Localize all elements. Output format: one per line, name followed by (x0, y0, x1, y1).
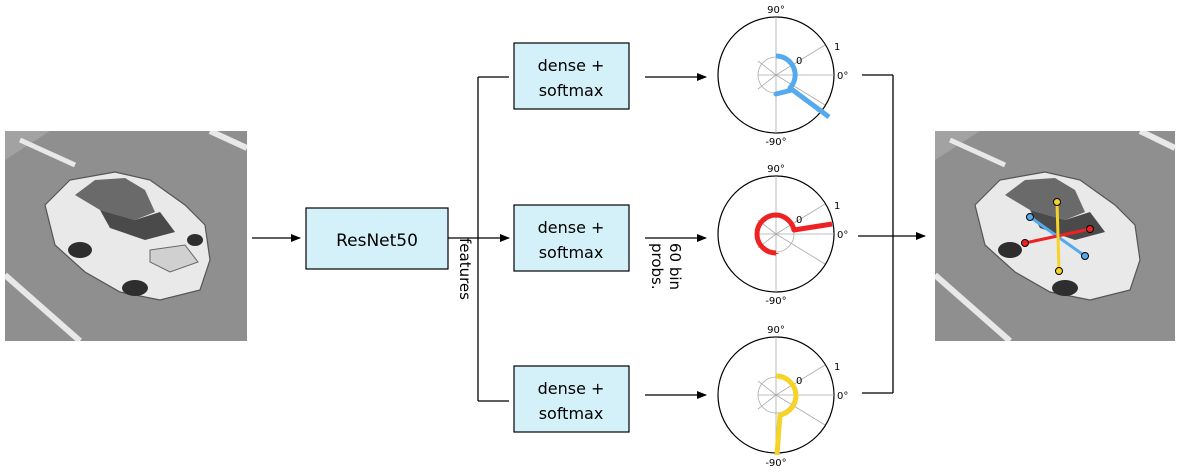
polar-2-label-r1: 1 (834, 201, 840, 212)
head-2-line2: softmax (539, 243, 604, 262)
resnet50-label: ResNet50 (336, 231, 418, 251)
output-car-image (935, 131, 1175, 341)
merge-lines (862, 74, 894, 394)
polar-1-series (775, 53, 831, 120)
features-label: features (456, 238, 474, 300)
polar-3-label-top: 90° (767, 325, 785, 336)
polar-2-label-top: 90° (767, 164, 785, 175)
head-3-line1: dense + (538, 379, 605, 398)
feature-branch-lines (448, 76, 509, 402)
polar-3-label-bottom: -90° (765, 458, 786, 469)
head-1-line2: softmax (539, 81, 604, 100)
polar-plot-1: 90° -90° 0° 1 0 (717, 5, 848, 148)
resnet50-box: ResNet50 (305, 207, 449, 270)
polar-1-label-top: 90° (767, 5, 785, 16)
polar-2-label-bottom: -90° (765, 296, 786, 307)
polar-2-series (754, 212, 833, 256)
polar-plot-2: 90° -90° 0° 1 0 (717, 164, 848, 307)
polar-2-label-r0: 0 (796, 215, 802, 226)
polar-1-label-bottom: -90° (765, 137, 786, 148)
input-car-image (5, 131, 247, 341)
head-3-box: dense + softmax (513, 365, 630, 433)
head-2-line1: dense + (538, 218, 605, 237)
probs-label: 60 bin probs. (648, 243, 684, 290)
polar-1-label-r1: 1 (834, 42, 840, 53)
head-1-box: dense + softmax (513, 42, 630, 110)
pose-axis-yellow (1055, 201, 1061, 272)
polar-2-label-right: 0° (837, 230, 848, 241)
probs-label-line1: 60 bin (666, 243, 684, 290)
polar-1-label-right: 0° (837, 71, 848, 82)
polar-3-series (774, 373, 799, 456)
head-3-line2: softmax (539, 404, 604, 423)
polar-3-label-right: 0° (837, 391, 848, 402)
polar-3-label-r0: 0 (796, 376, 802, 387)
probs-label-line2: probs. (648, 243, 666, 290)
polar-plot-3: 90° -90° 0° 1 0 (717, 325, 848, 469)
head-2-box: dense + softmax (513, 204, 630, 272)
polar-1-label-r0: 0 (796, 56, 802, 67)
head-1-line1: dense + (538, 56, 605, 75)
polar-3-label-r1: 1 (834, 362, 840, 373)
